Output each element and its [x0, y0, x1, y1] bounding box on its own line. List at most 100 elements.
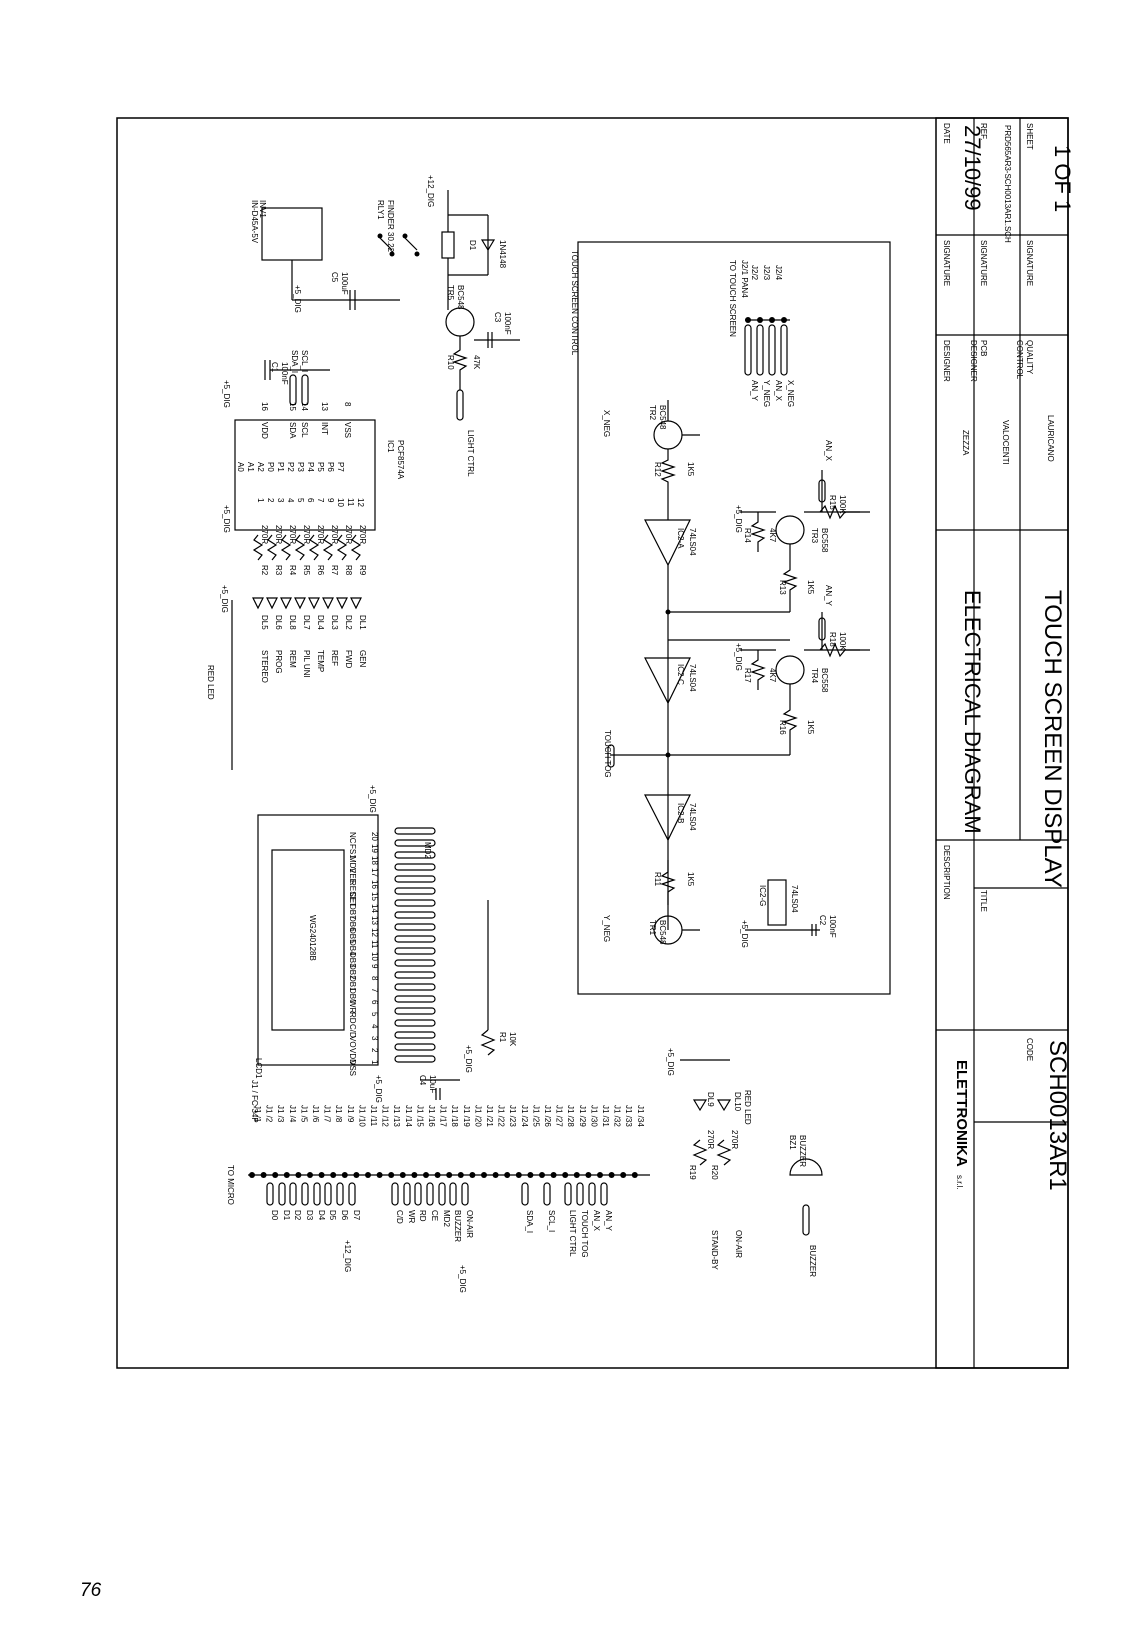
j1-pin-label: J1 /5	[299, 1105, 308, 1123]
lcd-pin-label: FS1	[348, 844, 357, 859]
tr2-part: BC548	[658, 405, 667, 430]
company-logo: ELETTRONIKA s.r.l.	[953, 1060, 970, 1190]
lcd-pin-num: 17	[370, 868, 379, 877]
header-sheet: SHEET	[1025, 123, 1034, 150]
j1-pin-dot	[272, 1172, 279, 1178]
pcf-supply-2: +5_DIG	[222, 505, 231, 533]
psu-module	[261, 207, 323, 261]
lcd-pin-num: 9	[370, 964, 379, 969]
any-label: AN_Y	[824, 585, 833, 607]
title-value: TOUCH SCREEN DISPLAY	[1039, 590, 1066, 888]
j1-pin-label: J1 /29	[578, 1105, 587, 1127]
c3-value: 100nF	[503, 312, 512, 335]
j1-pin-dot	[318, 1172, 325, 1178]
r16-value: 1K5	[806, 720, 815, 735]
lcd-pin-label: VDD	[348, 1048, 357, 1065]
header-signature-2: SIGNATURE	[979, 240, 988, 286]
led-label: GEN	[358, 650, 367, 668]
j1-pin-dot	[562, 1172, 569, 1178]
led-resistor-ref: R2	[260, 565, 269, 576]
pcf-left-pin-num: 1	[256, 498, 265, 503]
r15-value: 100K	[838, 495, 847, 514]
j1-pin-dot	[283, 1172, 290, 1178]
lcd-pin-lead	[394, 1007, 436, 1015]
tr4-label: TR4	[810, 668, 819, 684]
ic2c-gate	[644, 657, 691, 705]
j1-signal-label: MD2	[442, 1210, 451, 1227]
led-label: TEMP	[316, 650, 325, 672]
j1-pin-dot	[376, 1172, 383, 1178]
led-resistor-value: 270R	[288, 525, 297, 544]
lcd-supply-3: +5_DIG	[374, 1075, 383, 1103]
tr3-part: BC558	[820, 528, 829, 553]
j1-signal-label: D6	[340, 1210, 349, 1221]
c5-value: 100uF	[340, 272, 349, 295]
page-number: 76	[80, 1580, 102, 1601]
j1-signal-label: D7	[352, 1210, 361, 1221]
tr1-label: TR1	[648, 920, 657, 936]
j1-pin-label: J1 /28	[566, 1105, 575, 1127]
led-label: STEREO	[260, 650, 269, 683]
lcd-pin-lead	[394, 971, 436, 979]
led-label: REF	[330, 650, 339, 666]
pcf-left-pin-label: P0	[266, 462, 275, 472]
pcf-right-pin-label: SDA	[288, 422, 297, 439]
lcd-pin-lead	[394, 899, 436, 907]
j1-pin-label: J1 /9	[346, 1105, 355, 1123]
ic1-label: IC1	[386, 440, 395, 453]
j1-signal-lead	[588, 1182, 596, 1206]
lcd-pin-label: DB0	[348, 988, 357, 1004]
lcd-pin-label: DB6	[348, 916, 357, 932]
pcf-left-pin-label: A2	[256, 462, 265, 472]
led-resistor-value: 270R	[260, 525, 269, 544]
j1-pin-dot	[260, 1172, 267, 1178]
j1-pin-label: J1 /7	[323, 1105, 332, 1123]
designer-value: ZEZZA	[961, 430, 970, 456]
c5-label: C5	[330, 272, 339, 283]
c5-supply: +5_DIG	[293, 285, 302, 313]
led-resistor	[266, 534, 278, 561]
tr5-transistor	[445, 307, 475, 337]
header-designer: DESIGNER	[942, 340, 951, 382]
lcd-pin-num: 19	[370, 844, 379, 853]
r11-label: R11	[653, 872, 662, 887]
ic2b-label: IC2-B	[676, 803, 685, 823]
j2-sig-yneg: Y_NEG	[762, 380, 771, 407]
lcd-pin-num: 6	[370, 1000, 379, 1005]
c3-label: C3	[493, 312, 502, 323]
ic2c-label: IC2-C	[676, 664, 685, 685]
led-resistor-ref: R8	[344, 565, 353, 576]
led-diode	[294, 597, 306, 610]
rly1-part: FINDER 30.22	[386, 200, 395, 253]
j1-pin-dot	[423, 1172, 429, 1178]
j1-signal-lead	[564, 1182, 572, 1206]
r20-value: 270R	[730, 1130, 739, 1149]
dl10-led	[716, 1099, 732, 1112]
led-diode	[280, 597, 292, 610]
lcd-pin-lead	[394, 851, 436, 859]
j1-signal-lead	[414, 1182, 422, 1206]
j1-pin-label: J1 /26	[543, 1105, 552, 1127]
lcd-pin-lead	[394, 935, 436, 943]
j1-signal-label: BUZZER	[453, 1210, 462, 1242]
j1-signal-label: D4	[317, 1210, 326, 1221]
pcf-left-pin-label: P1	[276, 462, 285, 472]
j2-sig-xneg: X_NEG	[786, 380, 795, 407]
j1-pin-dot	[341, 1172, 348, 1178]
pcf-left-pin-num: 10	[336, 498, 345, 507]
j1-pin-label: J1 /10	[357, 1105, 366, 1127]
led-diode	[350, 597, 362, 610]
j2-pin4: J2/4	[774, 265, 783, 281]
lcd-pin-label: MD2	[348, 856, 357, 873]
lcd-pin-label: DB2	[348, 964, 357, 980]
j1-signal-label: ON-AIR	[465, 1210, 474, 1238]
j1-pin-dot	[573, 1172, 580, 1178]
j2-sig-anx: AN_X	[774, 380, 783, 402]
j1-pin-dot	[515, 1172, 522, 1178]
touch-supply-label-2: +5_DIG	[734, 505, 743, 533]
j1-signal-lead	[336, 1182, 344, 1206]
lcd-pin-num: 13	[370, 916, 379, 925]
j1-pin-dot	[411, 1172, 418, 1178]
pcf-left-pin-label: A0	[236, 462, 245, 472]
r1-label: R1	[498, 1032, 507, 1043]
